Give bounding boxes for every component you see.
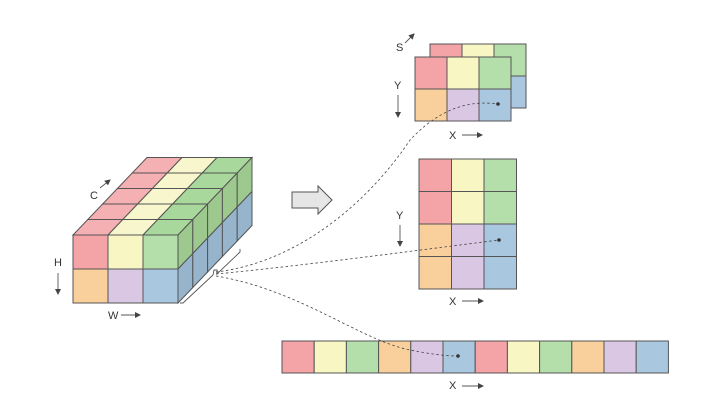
strip-x-axis: X <box>449 380 484 392</box>
strip-cell <box>506 340 541 374</box>
grid-cell <box>451 223 485 257</box>
grid-y-axis-label: Y <box>396 210 404 222</box>
cube-side-cell <box>236 190 253 243</box>
front-slice-cell <box>478 88 512 122</box>
grid-x-axis-label: X <box>449 296 457 308</box>
transform-arrow <box>291 184 333 216</box>
cube-bracket <box>180 249 241 304</box>
grid-y-axis: Y <box>396 210 404 247</box>
grid-cell <box>418 256 452 290</box>
curve-to-stack-dot <box>496 102 500 106</box>
cube-right-face <box>177 156 253 305</box>
cube-front-cell <box>107 268 144 304</box>
strip-cell <box>603 340 637 374</box>
curve-to-strip-dot <box>456 354 460 358</box>
s-axis-arrow <box>404 33 415 44</box>
w-axis-label: W <box>108 310 119 322</box>
c-axis: C <box>90 179 111 202</box>
curve-to-stack <box>215 102 499 273</box>
grid-cell <box>451 256 485 290</box>
stack-y-axis-label: Y <box>394 80 402 92</box>
strip-x-axis-label: X <box>449 380 457 392</box>
cube-front-cell <box>142 234 179 270</box>
grid-x-axis: X <box>449 296 484 308</box>
curve-to-strip <box>215 275 459 357</box>
h-axis: H <box>54 257 62 295</box>
strip-cell <box>539 340 573 374</box>
c-axis-label: C <box>90 190 98 202</box>
cube-front-cell <box>142 268 179 304</box>
cube-front-cell <box>107 234 144 270</box>
grid-cell <box>483 158 517 192</box>
strip-cell <box>571 340 605 374</box>
front-slice-cell <box>446 56 480 90</box>
grid-cell <box>418 158 452 192</box>
tensor-cube: C H W <box>54 156 254 322</box>
strip-cell <box>410 340 444 374</box>
front-slice-cell <box>446 88 480 122</box>
grid-cell <box>483 191 517 225</box>
front-slice-cell <box>478 56 512 90</box>
s-axis-label: S <box>396 42 403 54</box>
cube-front-cell <box>72 234 109 270</box>
h-axis-label: H <box>54 257 62 269</box>
s-axis: S <box>396 33 415 54</box>
front-slice-cell <box>414 88 448 122</box>
w-axis: W <box>108 310 141 322</box>
stacked-slices: S Y X <box>394 33 527 142</box>
stack-x-axis-label: X <box>449 130 457 142</box>
grid-cell <box>418 191 452 225</box>
front-slice <box>414 56 512 122</box>
c-axis-arrow <box>99 179 111 189</box>
strip-cell <box>281 340 315 374</box>
front-slice-cell <box>414 56 448 90</box>
strip-cells <box>281 340 669 374</box>
stack-x-axis: X <box>449 130 483 142</box>
strip-1d: X <box>281 340 669 392</box>
grid-cell <box>451 158 485 192</box>
grid-2d: Y X <box>396 158 517 308</box>
strip-cell <box>345 340 380 374</box>
grid-cell <box>418 223 452 257</box>
strip-cell <box>313 340 347 374</box>
strip-cell <box>635 340 669 374</box>
strip-cell <box>474 340 508 374</box>
grid-cell <box>483 256 517 290</box>
cube-front-cell <box>72 268 109 304</box>
grid-cell <box>451 191 485 225</box>
cube-front-face <box>72 234 179 304</box>
grid-cells <box>418 158 517 290</box>
mapping-curves <box>215 102 501 358</box>
curve-to-grid-dot <box>497 238 501 242</box>
cube-top-face <box>71 157 254 236</box>
stack-y-axis: Y <box>394 80 402 118</box>
